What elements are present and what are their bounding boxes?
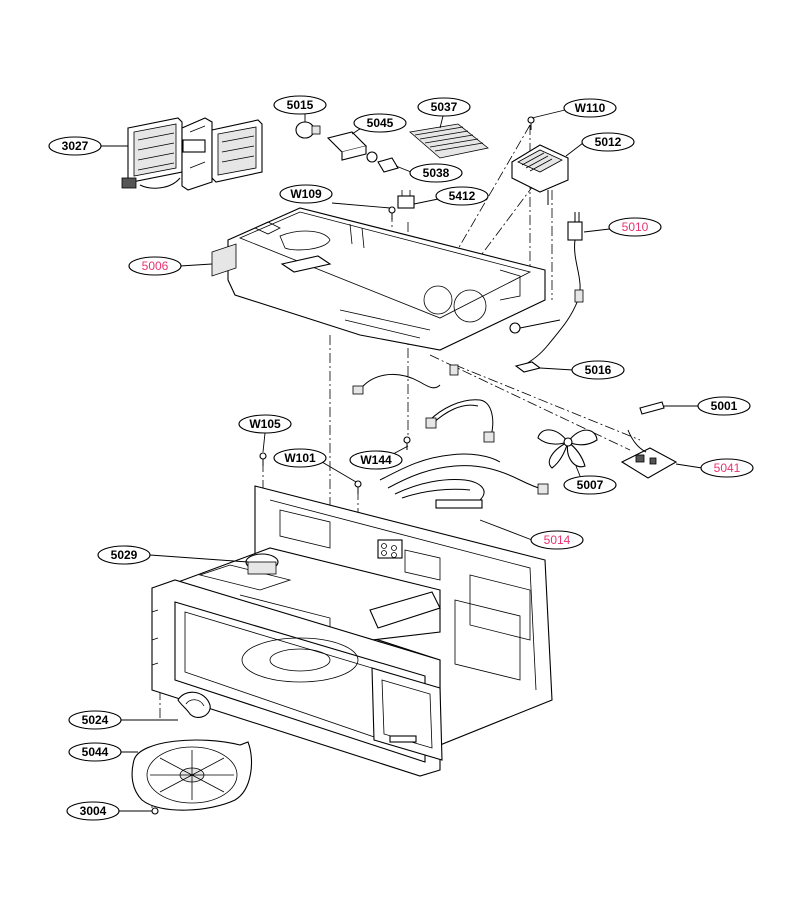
- callout-5001-text: 5001: [711, 399, 738, 413]
- callout-5007-text: 5007: [577, 478, 604, 492]
- callout-5041-text: 5041: [714, 461, 741, 475]
- callout-5045: 5045: [353, 113, 407, 133]
- callout-5037-text: 5037: [431, 100, 458, 114]
- callout-W101: W101: [273, 448, 327, 468]
- screw-w101-part: [354, 480, 362, 494]
- callout-5014-text: 5014: [544, 533, 571, 547]
- lamp-bulb-part: [295, 121, 321, 139]
- callout-W110-text: W110: [575, 101, 606, 115]
- callout-5014: 5014: [530, 530, 584, 550]
- power-cord-part: [509, 212, 584, 367]
- callout-5037: 5037: [417, 97, 471, 117]
- callout-5015: 5015: [273, 95, 327, 115]
- stirrer-cover-part: [131, 739, 253, 811]
- callout-5006-text: 5006: [142, 259, 169, 273]
- callout-5012-text: 5012: [595, 135, 622, 149]
- callout-labels: 3027 5015 5045 5037 W110 5012 5038 W109: [48, 95, 754, 821]
- callout-5412-text: 5412: [449, 189, 476, 203]
- lamp-cover-part: [377, 157, 399, 173]
- callout-W105: W105: [238, 414, 292, 434]
- callout-W144-text: W144: [360, 453, 392, 467]
- screw-w105-part: [259, 452, 267, 466]
- callout-W144: W144: [349, 450, 403, 470]
- callout-W105-text: W105: [249, 417, 281, 431]
- callout-5006: 5006: [128, 256, 182, 276]
- callout-5015-text: 5015: [287, 98, 314, 112]
- screw-3004-part: [151, 807, 159, 815]
- callout-5029-text: 5029: [111, 548, 138, 562]
- thermal-switch-part: [397, 190, 415, 209]
- noise-filter-board-part: [620, 429, 678, 479]
- callout-5038: 5038: [409, 163, 463, 183]
- grille-filter-part: [409, 123, 489, 159]
- callout-5010: 5010: [608, 217, 662, 237]
- callout-W101-text: W101: [284, 451, 316, 465]
- callout-3027: 3027: [48, 136, 102, 156]
- callout-leader-lines: [100, 109, 703, 812]
- fan-blade-part: [537, 429, 598, 469]
- duct-part: [177, 691, 211, 718]
- fan-motor-assembly-part: [511, 144, 569, 205]
- callout-5412: 5412: [435, 186, 489, 206]
- fuse-holder-part: [514, 361, 542, 373]
- callout-5024-text: 5024: [82, 713, 109, 727]
- oven-cavity-chassis-part: [151, 485, 553, 777]
- callout-5024: 5024: [68, 710, 122, 730]
- screw-w110-part: [527, 116, 535, 130]
- callout-3004: 3004: [66, 801, 120, 821]
- callout-5029: 5029: [97, 545, 151, 565]
- callout-5044-text: 5044: [82, 745, 109, 759]
- lamp-socket-part: [326, 131, 378, 163]
- callout-3027-text: 3027: [62, 139, 89, 153]
- callout-5010-text: 5010: [622, 220, 649, 234]
- callout-5016-text: 5016: [585, 363, 612, 377]
- callout-W109-text: W109: [290, 187, 322, 201]
- callout-5044: 5044: [68, 742, 122, 762]
- callout-5007: 5007: [563, 475, 617, 495]
- vent-fan-motor-part: [121, 117, 263, 191]
- screw-w144-part: [403, 436, 411, 450]
- fuse-part: [639, 401, 665, 415]
- callout-5001: 5001: [697, 396, 751, 416]
- screw-w109-part: [388, 206, 396, 220]
- wiring-harness-part: [352, 364, 549, 509]
- callout-5045-text: 5045: [367, 116, 394, 130]
- callout-5012: 5012: [581, 132, 635, 152]
- callout-5038-text: 5038: [423, 166, 450, 180]
- callout-W110: W110: [563, 98, 617, 118]
- base-plate-part: [211, 207, 546, 351]
- callout-5041: 5041: [700, 458, 754, 478]
- callout-W109: W109: [279, 184, 333, 204]
- callout-5016: 5016: [571, 360, 625, 380]
- callout-3004-text: 3004: [80, 804, 107, 818]
